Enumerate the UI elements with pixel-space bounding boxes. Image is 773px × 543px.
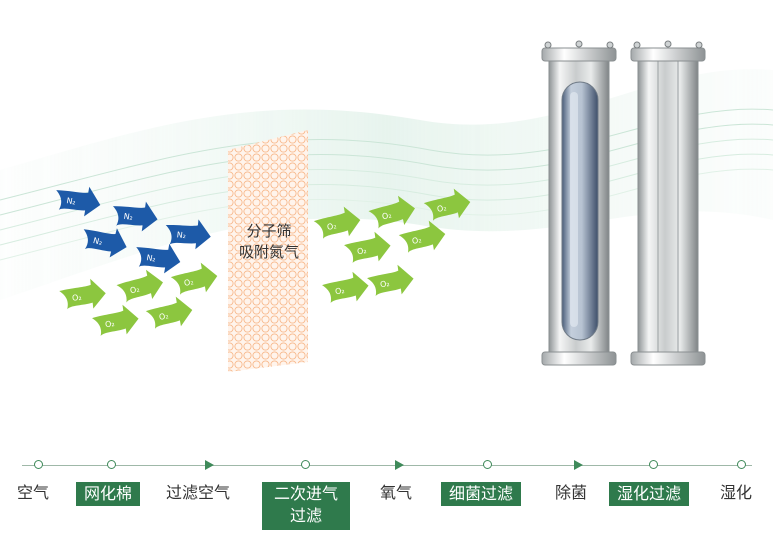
svg-text:N₂: N₂ [66,196,77,206]
oxygen-arrow-icon: O₂ [422,186,473,224]
oxygen-arrow-icon: O₂ [58,277,108,312]
timeline-node [737,460,746,469]
sieve-label-line1: 分子筛 [246,222,292,240]
process-timeline-line [22,465,752,466]
oxygen-arrow-icon: O₂ [312,204,363,242]
svg-text:O₂: O₂ [72,293,82,303]
process-step: 氧气 [380,483,413,502]
oxygen-arrow-icon: O₂ [366,192,418,232]
molecular-sieve [228,130,308,372]
svg-text:O₂: O₂ [158,311,169,322]
timeline-node [301,460,310,469]
oxygen-arrow-icon: O₂ [144,294,195,332]
sieve-tower-open [541,40,617,366]
svg-text:O₂: O₂ [356,246,367,256]
svg-text:O₂: O₂ [436,203,447,214]
process-step: 除菌 [555,483,588,502]
timeline-node [649,460,658,469]
oxygen-arrow-icon: O₂ [169,260,220,298]
timeline-node [107,460,116,469]
svg-text:O₂: O₂ [379,279,390,289]
timeline-node [483,460,492,469]
nitrogen-arrow-icon: N₂ [78,220,131,261]
svg-text:N₂: N₂ [123,212,133,222]
timeline-arrow-icon [205,460,214,470]
process-step-highlighted: 二次进气 过滤 [262,482,350,530]
process-step-highlighted: 网化棉 [76,482,141,506]
svg-text:O₂: O₂ [104,319,115,329]
nitrogen-arrow-icon: N₂ [52,181,104,219]
oxygen-arrows-right: O₂ O₂ O₂ O₂ O₂ O₂ O₂ [312,186,473,306]
timeline-node [34,460,43,469]
process-step: 湿化 [720,483,753,502]
nitrogen-arrow-icon: N₂ [132,238,184,276]
process-step-line1: 二次进气 [273,484,338,503]
process-step: 过滤空气 [166,483,231,502]
oxygen-arrow-icon: O₂ [320,269,371,306]
svg-text:N₂: N₂ [176,230,186,240]
sieve-tower-closed [630,40,706,366]
svg-text:N₂: N₂ [146,253,157,263]
oxygen-arrow-icon: O₂ [90,302,141,339]
timeline-arrow-icon [574,460,583,470]
oxygen-arrow-icon: O₂ [342,229,393,266]
timeline-arrow-icon [395,460,404,470]
svg-text:O₂: O₂ [381,211,392,222]
svg-text:N₂: N₂ [92,236,103,247]
process-step-line2: 过滤 [289,506,322,525]
nitrogen-arrows: N₂ N₂ N₂ N₂ N₂ [52,181,213,276]
oxygen-arrow-icon: O₂ [397,218,448,256]
oxygen-arrow-icon: O₂ [114,266,166,306]
svg-text:O₂: O₂ [183,277,194,288]
svg-text:O₂: O₂ [326,221,337,232]
oxygen-arrow-icon: O₂ [365,262,416,299]
oxygen-arrows-left: O₂ O₂ O₂ O₂ O₂ [58,260,220,339]
sieve-label: 分子筛 吸附氮气 [232,221,306,263]
nitrogen-arrow-icon: N₂ [110,197,160,234]
svg-text:O₂: O₂ [129,285,140,296]
sieve-label-line2: 吸附氮气 [238,243,299,261]
svg-text:O₂: O₂ [411,235,422,246]
process-step: 空气 [17,483,50,502]
svg-text:O₂: O₂ [334,286,345,296]
nitrogen-arrow-icon: N₂ [163,216,213,251]
process-step-highlighted: 细菌过滤 [441,482,522,506]
process-step-highlighted: 湿化过滤 [609,482,690,506]
